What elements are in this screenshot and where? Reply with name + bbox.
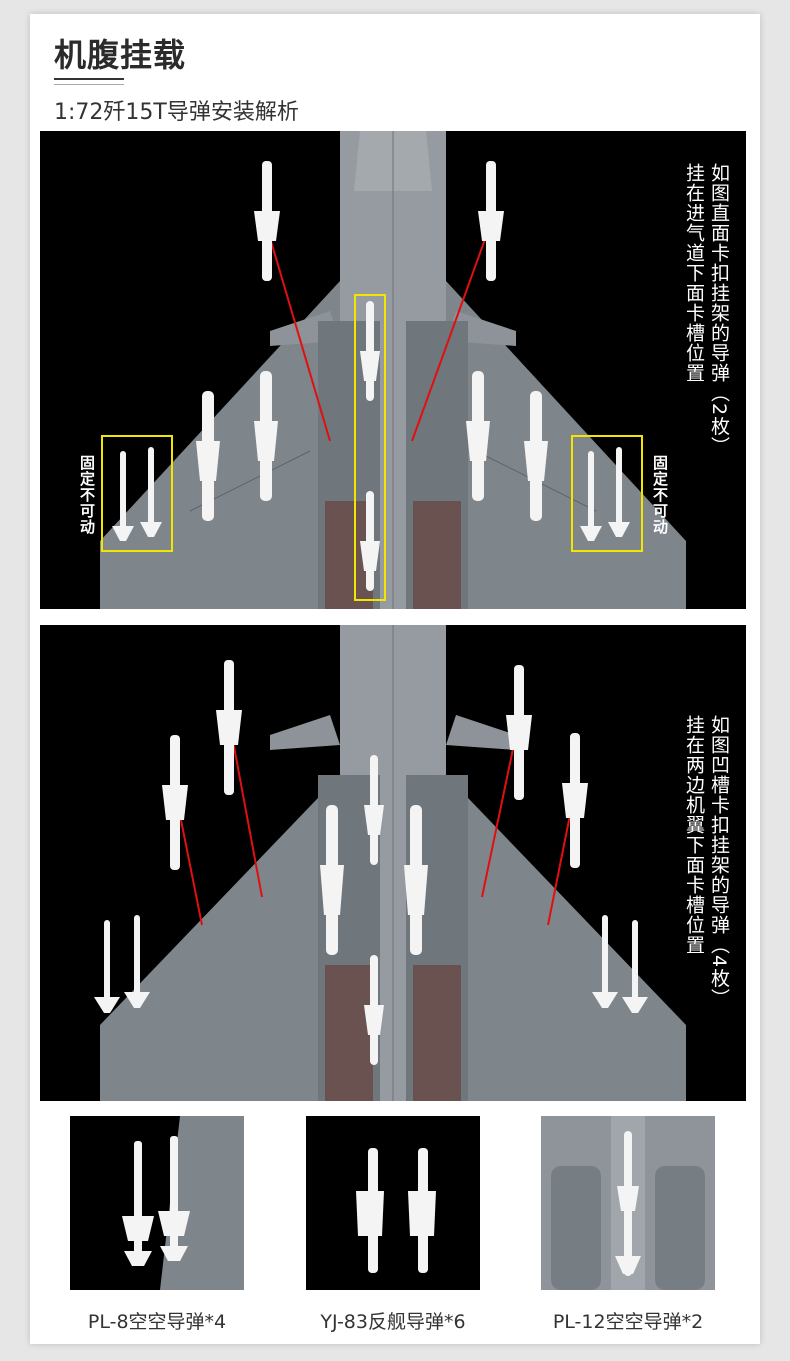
- title-underline-accent: [54, 84, 124, 85]
- bottom-installation-photo: [40, 625, 746, 1101]
- page-subtitle: 1:72歼15T导弹安装解析: [54, 100, 299, 125]
- jet-top-illustration: [100, 131, 686, 609]
- top-installation-photo: [40, 131, 746, 609]
- fixed-pylon-box-right: [571, 435, 643, 552]
- left-fixed-label: 固定不可动: [78, 455, 96, 535]
- pl12-missile-photo: [541, 1116, 715, 1290]
- bottom-note-line1: 如图凹槽卡扣挂架的导弹（4枚）: [708, 715, 730, 1009]
- page-title: 机腹挂载: [54, 36, 187, 74]
- right-fixed-label: 固定不可动: [651, 455, 669, 535]
- fixed-pylon-box-left: [101, 435, 173, 552]
- missiles-top: [112, 161, 630, 591]
- missiles-bottom: [94, 660, 648, 1065]
- yj83-missile-photo: [306, 1116, 480, 1290]
- pl12-caption: PL-12空空导弹*2: [552, 1311, 704, 1333]
- center-pylon-box: [354, 294, 386, 601]
- title-underline: [54, 78, 124, 80]
- bottom-note-line2: 挂在两边机翼下面卡槽位置: [683, 715, 705, 955]
- top-note-line2: 挂在进气道下面卡槽位置: [683, 163, 705, 383]
- yj83-caption: YJ-83反舰导弹*6: [320, 1311, 466, 1333]
- pl8-caption: PL-8空空导弹*4: [87, 1311, 227, 1333]
- jet-bottom-illustration: [94, 625, 686, 1101]
- top-note-line1: 如图直面卡扣挂架的导弹（2枚）: [708, 163, 730, 457]
- pl8-missile-photo: [70, 1116, 244, 1290]
